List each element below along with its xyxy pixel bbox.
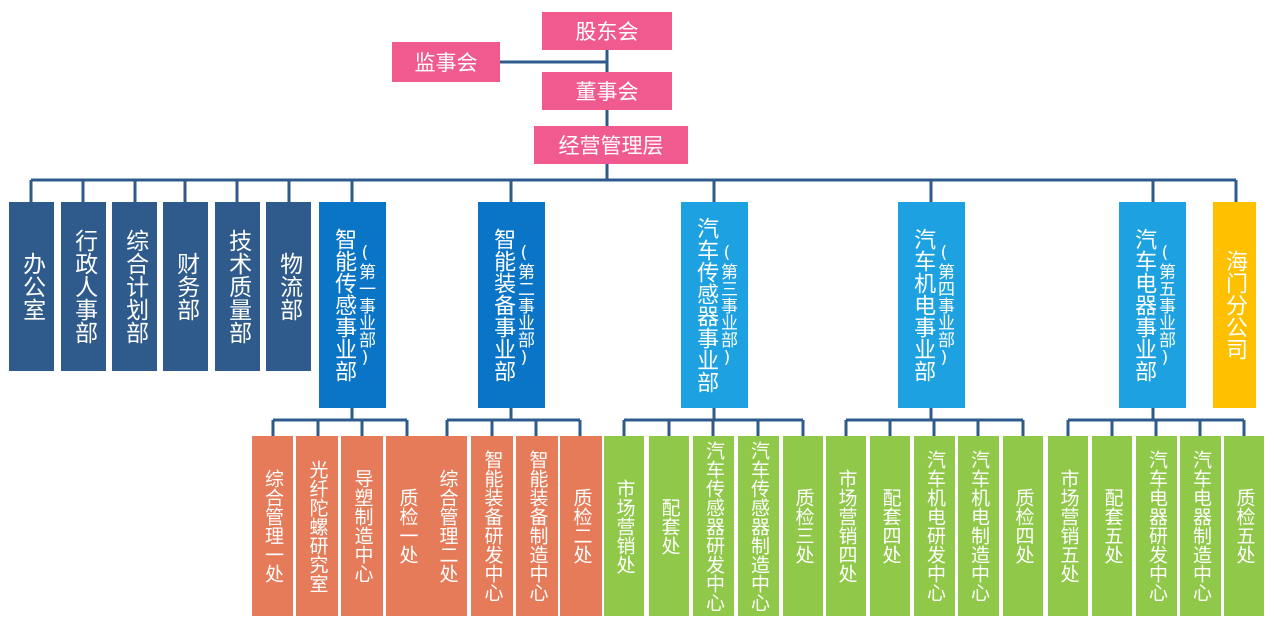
office-label: 智能装备制造中心 [526, 450, 549, 602]
office-label: 质检五处 [1233, 488, 1256, 564]
office-u5-2: 配套五处 [1092, 436, 1132, 616]
branch-haimen: 海门分公司 [1213, 202, 1256, 408]
office-u3-2: 配套处 [649, 436, 689, 616]
department-hr: 行政人事部 [61, 202, 106, 371]
office-u1-2: 光纤陀螺研究室 [296, 436, 338, 616]
office-label: 综合管理一处 [262, 469, 284, 583]
office-u3-1: 市场营销处 [604, 436, 644, 616]
department-label: 技术质量部 [224, 229, 251, 344]
office-u2-2: 智能装备研发中心 [471, 436, 513, 616]
office-u3-3: 汽车传感器研发中心 [693, 436, 734, 616]
unit-name: 智能传感事业部 [331, 228, 357, 382]
unit-subtitle: (第二事业部) [513, 242, 534, 368]
office-u4-5: 质检四处 [1003, 436, 1043, 616]
office-u3-5: 质检三处 [783, 436, 823, 616]
office-label: 配套五处 [1101, 488, 1124, 564]
unit-subtitle: (第四事业部) [933, 242, 954, 368]
office-label: 光纤陀螺研究室 [306, 459, 329, 593]
unit-3: 汽车传感器事业部 (第三事业部) [681, 202, 748, 408]
office-label: 汽车机电制造中心 [968, 450, 990, 602]
shareholders-box: 股东会 [542, 12, 672, 50]
office-u3-4: 汽车传感器制造中心 [738, 436, 779, 616]
office-u4-4: 汽车机电制造中心 [958, 436, 999, 616]
office-label: 质检一处 [396, 488, 419, 564]
office-label: 市场营销四处 [835, 469, 858, 583]
office-label: 市场营销五处 [1057, 469, 1080, 583]
unit-name: 汽车电器事业部 [1131, 228, 1157, 382]
office-label: 综合管理二处 [436, 469, 459, 583]
department-label: 行政人事部 [70, 229, 97, 344]
office-label: 质检四处 [1012, 488, 1035, 564]
office-label: 配套处 [658, 497, 681, 555]
office-u1-1: 综合管理一处 [252, 436, 293, 616]
office-u5-5: 质检五处 [1224, 436, 1264, 616]
department-logistics: 物流部 [266, 202, 311, 371]
supervisors-label: 监事会 [414, 51, 478, 75]
office-label: 汽车传感器研发中心 [703, 440, 725, 612]
unit-subtitle: (第五事业部) [1154, 242, 1175, 368]
department-label: 综合计划部 [121, 229, 148, 344]
supervisors-box: 监事会 [392, 42, 500, 82]
office-u2-3: 智能装备制造中心 [516, 436, 558, 616]
office-label: 质检三处 [792, 488, 815, 564]
office-u2-4: 质检二处 [560, 436, 602, 616]
office-u5-4: 汽车电器制造中心 [1180, 436, 1221, 616]
department-label: 办公室 [18, 252, 45, 321]
management-box: 经营管理层 [534, 126, 688, 164]
office-u4-3: 汽车机电研发中心 [914, 436, 955, 616]
office-u5-1: 市场营销五处 [1048, 436, 1088, 616]
department-office: 办公室 [9, 202, 54, 371]
management-label: 经营管理层 [558, 134, 664, 158]
office-u5-3: 汽车电器研发中心 [1136, 436, 1177, 616]
department-finance: 财务部 [163, 202, 208, 371]
department-quality: 技术质量部 [215, 202, 260, 371]
board-label: 董事会 [575, 80, 639, 104]
unit-2: 智能装备事业部 (第二事业部) [478, 202, 545, 408]
unit-name: 智能装备事业部 [490, 228, 516, 382]
office-label: 汽车电器研发中心 [1146, 450, 1168, 602]
unit-name: 海门分公司 [1222, 250, 1248, 360]
office-u1-4: 质检一处 [386, 436, 428, 616]
unit-name: 汽车传感器事业部 [693, 217, 719, 393]
office-label: 汽车电器制造中心 [1190, 450, 1212, 602]
unit-1: 智能传感事业部 (第一事业部) [319, 202, 386, 408]
unit-5: 汽车电器事业部 (第五事业部) [1119, 202, 1186, 408]
unit-subtitle: (第一事业部) [354, 242, 375, 368]
shareholders-label: 股东会 [575, 20, 639, 44]
office-label: 市场营销处 [613, 478, 636, 574]
office-label: 汽车传感器制造中心 [748, 440, 770, 612]
department-planning: 综合计划部 [112, 202, 157, 371]
unit-4: 汽车机电事业部 (第四事业部) [898, 202, 965, 408]
office-u1-3: 导塑制造中心 [341, 436, 383, 616]
office-label: 智能装备研发中心 [481, 450, 504, 602]
board-box: 董事会 [542, 72, 672, 110]
office-u2-1: 综合管理二处 [427, 436, 467, 616]
office-label: 配套四处 [879, 488, 902, 564]
office-u4-2: 配套四处 [870, 436, 910, 616]
office-label: 导塑制造中心 [351, 469, 374, 583]
unit-subtitle: (第三事业部) [716, 242, 737, 368]
department-label: 财务部 [172, 252, 199, 321]
unit-name: 汽车机电事业部 [910, 228, 936, 382]
office-label: 质检二处 [570, 488, 593, 564]
department-label: 物流部 [275, 252, 302, 321]
office-label: 汽车机电研发中心 [924, 450, 946, 602]
office-u4-1: 市场营销四处 [826, 436, 866, 616]
